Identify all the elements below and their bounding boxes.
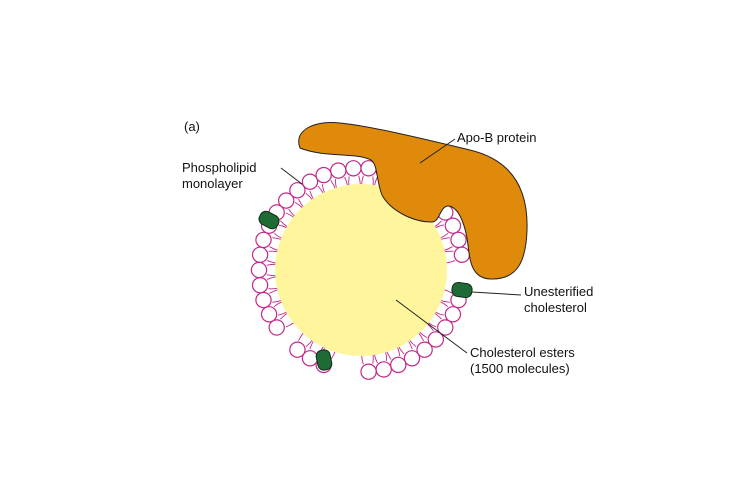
unesterified-label-line2: cholesterol [524,300,587,315]
unesterified-leader-line [471,291,522,296]
esters-leader-line [395,299,468,354]
phospholipid-headgroup [278,192,295,209]
phospholipid-headgroup [437,319,454,336]
phospholipid-label-line1: Phospholipid [182,160,257,175]
cholesterol-ester-core [275,184,447,356]
phospholipid-headgroup [255,231,272,249]
phospholipid-leader-line [280,167,303,185]
esters-label-line1: Cholesterol esters [470,345,575,360]
apo-b-protein [298,121,528,280]
phospholipid-headgroup [260,306,278,323]
phospholipid-headgroup [450,231,467,249]
phospholipid-headgroup [360,363,377,380]
phospholipid-headgroup [289,182,306,199]
phospholipid-headgroup [330,162,347,179]
unesterified-cholesterol-molecules [258,210,473,371]
cholesterol-molecule [315,349,333,371]
leader-lines [280,138,522,354]
panel-label: (a) [184,119,200,134]
phospholipid-headgroup [390,356,407,374]
phospholipid-headgroup [251,277,269,294]
phospholipid-headgroup [444,306,462,323]
phospholipid-headgroup [255,291,272,309]
phospholipid-headgroup [444,217,462,234]
phospholipid-headgroup [416,341,433,358]
phospholipid-headgroup [427,331,444,348]
phospholipid-label-line2: monolayer [182,176,243,191]
phospholipid-headgroup [375,361,392,378]
cholesterol-esters-label: Cholesterol esters (1500 molecules) [470,345,575,377]
phospholipid-headgroup [289,341,306,358]
apo-b-protein-label: Apo-B protein [457,130,537,145]
cholesterol-molecule [258,210,280,230]
phospholipid-headgroup [403,350,421,367]
cholesterol-molecule [451,281,473,299]
phospholipid-headgroup [250,261,268,279]
phospholipid-headgroup [268,319,285,336]
phospholipid-headgroup [453,246,471,263]
phospholipid-monolayer-label: Phospholipid monolayer [182,160,256,192]
phospholipid-headgroup [345,160,362,177]
esters-label-line2: (1500 molecules) [470,361,570,376]
phospholipid-headgroup [251,246,269,263]
apo-b-leader-line [419,138,456,164]
phospholipid-headgroup [301,173,319,190]
unesterified-cholesterol-label: Unesterified cholesterol [524,284,593,316]
phospholipid-headgroup [315,166,332,184]
unesterified-label-line1: Unesterified [524,284,594,299]
